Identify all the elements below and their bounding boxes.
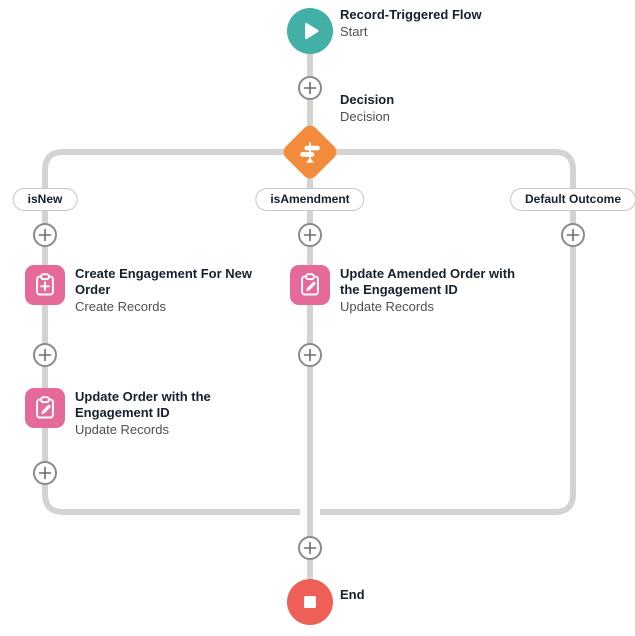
decision-subtitle: Decision: [340, 109, 390, 124]
update-amended-order-title: Update Amended Order with the Engagement…: [340, 266, 516, 297]
add-element-button-isamendment-2[interactable]: [298, 343, 322, 367]
update-order-label: Update Order with the Engagement ID Upda…: [75, 389, 235, 438]
add-element-button-isnew-2[interactable]: [33, 343, 57, 367]
add-element-button-default-outcome[interactable]: [561, 223, 585, 247]
add-element-button-isnew-1[interactable]: [33, 223, 57, 247]
clipboard-plus-icon: [36, 273, 54, 296]
plus-icon: [38, 348, 52, 362]
branch-label-text: isAmendment: [270, 192, 350, 206]
create-engagement-label: Create Engagement For New Order Create R…: [75, 266, 263, 315]
update-order-title: Update Order with the Engagement ID: [75, 389, 211, 420]
start-node[interactable]: [287, 8, 333, 54]
update-amended-order-node[interactable]: [290, 265, 330, 305]
end-title: End: [340, 587, 365, 602]
plus-icon: [303, 348, 317, 362]
add-element-button-isamendment-1[interactable]: [298, 223, 322, 247]
connector-branch-default-outcome: [320, 149, 576, 515]
create-engagement-title: Create Engagement For New Order: [75, 266, 252, 297]
start-title: Record-Triggered Flow: [340, 7, 482, 22]
add-element-button-after-start[interactable]: [298, 76, 322, 100]
end-node-label: End: [340, 587, 365, 603]
plus-icon: [566, 228, 580, 242]
plus-icon: [303, 81, 317, 95]
connector-branch-isnew: [42, 149, 300, 515]
clipboard-pencil-icon: [301, 273, 319, 296]
plus-icon: [303, 228, 317, 242]
create-engagement-subtitle: Create Records: [75, 299, 167, 314]
branch-label-isnew: isNew: [12, 188, 78, 211]
decision-title: Decision: [340, 92, 395, 107]
update-amended-order-subtitle: Update Records: [340, 299, 434, 314]
update-amended-order-label: Update Amended Order with the Engagement…: [340, 266, 532, 315]
branch-label-text: isNew: [27, 192, 63, 206]
create-engagement-node[interactable]: [25, 265, 65, 305]
play-icon: [305, 22, 319, 40]
branch-label-isamendment: isAmendment: [255, 188, 365, 211]
add-element-button-before-end[interactable]: [298, 536, 322, 560]
branch-label-default-outcome: Default Outcome: [509, 188, 635, 211]
update-order-node[interactable]: [25, 388, 65, 428]
start-subtitle: Start: [340, 24, 368, 39]
stop-icon: [304, 596, 316, 608]
end-node[interactable]: [287, 579, 333, 625]
plus-icon: [38, 228, 52, 242]
decision-node-label: Decision Decision: [340, 92, 394, 125]
clipboard-pencil-icon: [36, 396, 54, 419]
branch-label-text: Default Outcome: [524, 192, 622, 206]
update-order-subtitle: Update Records: [75, 422, 169, 437]
plus-icon: [303, 541, 317, 555]
add-element-button-isnew-3[interactable]: [33, 461, 57, 485]
plus-icon: [38, 466, 52, 480]
start-node-label: Record-Triggered Flow Start: [340, 7, 482, 40]
